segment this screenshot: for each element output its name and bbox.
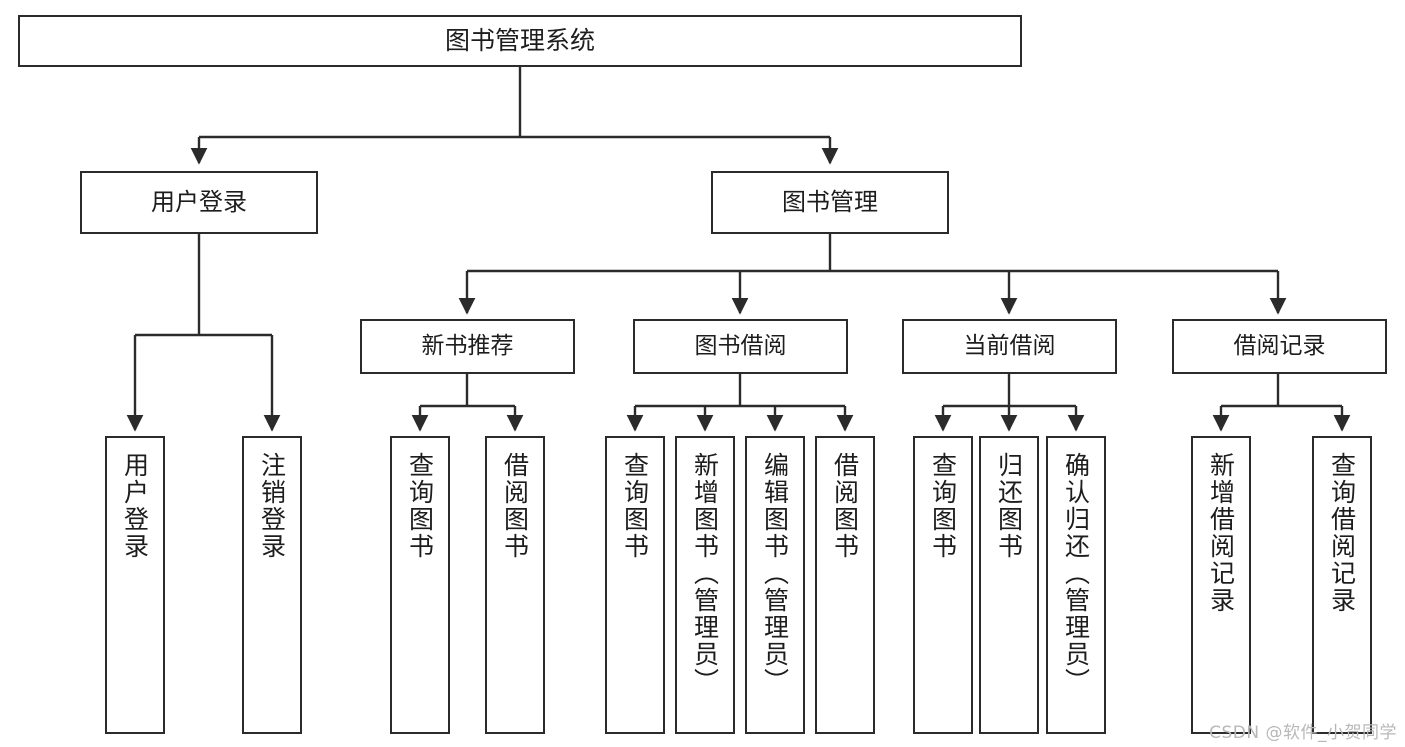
node-label: 图书管理系统: [444, 26, 595, 55]
node-label: 借阅图书: [500, 452, 530, 560]
node-label: 注销登录: [257, 452, 287, 560]
node-label: 归还图书: [994, 452, 1024, 560]
leaf-current-borrow-return[interactable]: 归还图书: [979, 436, 1039, 734]
watermark-text: CSDN @软件_小贺同学: [1209, 723, 1397, 743]
leaf-new-book-query[interactable]: 查询图书: [390, 436, 450, 734]
node-label: 查询图书: [405, 452, 435, 560]
node-label: 新增图书（管理员）: [690, 452, 720, 695]
node-label: 查询图书: [620, 452, 650, 560]
node-book-borrow[interactable]: 图书借阅: [633, 319, 848, 374]
leaf-book-borrow-borrow[interactable]: 借阅图书: [815, 436, 875, 734]
leaf-user-login-login[interactable]: 用户登录: [105, 436, 165, 734]
node-label: 借阅图书: [830, 452, 860, 560]
leaf-current-borrow-query[interactable]: 查询图书: [913, 436, 973, 734]
node-label: 查询图书: [928, 452, 958, 560]
node-label: 新书推荐: [421, 332, 514, 359]
leaf-user-login-logout[interactable]: 注销登录: [242, 436, 302, 734]
node-current-borrow[interactable]: 当前借阅: [902, 319, 1117, 374]
leaf-borrow-records-add[interactable]: 新增借阅记录: [1191, 436, 1251, 734]
node-label: 编辑图书（管理员）: [760, 452, 790, 695]
leaf-current-borrow-confirm-admin[interactable]: 确认归还（管理员）: [1046, 436, 1106, 734]
node-new-book-recommend[interactable]: 新书推荐: [360, 319, 575, 374]
leaf-new-book-borrow[interactable]: 借阅图书: [485, 436, 545, 734]
node-label: 新增借阅记录: [1206, 452, 1236, 614]
node-label: 用户登录: [151, 188, 247, 217]
node-book-management[interactable]: 图书管理: [711, 171, 949, 234]
leaf-borrow-records-query[interactable]: 查询借阅记录: [1312, 436, 1372, 734]
node-borrow-records[interactable]: 借阅记录: [1172, 319, 1387, 374]
node-label: 当前借阅: [963, 332, 1056, 359]
node-label: 图书管理: [782, 188, 878, 217]
leaf-book-borrow-edit-admin[interactable]: 编辑图书（管理员）: [745, 436, 805, 734]
node-label: 借阅记录: [1233, 332, 1326, 359]
node-user-login[interactable]: 用户登录: [80, 171, 318, 234]
node-label: 用户登录: [120, 452, 150, 560]
node-root-book-management-system[interactable]: 图书管理系统: [18, 15, 1022, 67]
node-label: 图书借阅: [694, 332, 787, 359]
leaf-book-borrow-query[interactable]: 查询图书: [605, 436, 665, 734]
node-label: 确认归还（管理员）: [1061, 452, 1091, 695]
node-label: 查询借阅记录: [1327, 452, 1357, 614]
leaf-book-borrow-add-admin[interactable]: 新增图书（管理员）: [675, 436, 735, 734]
